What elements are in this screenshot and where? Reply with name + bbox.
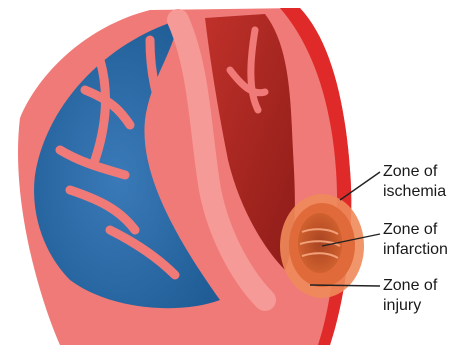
- label-zone-of-infarction: Zone of infarction: [383, 220, 448, 260]
- label-infarction-line2: infarction: [383, 240, 448, 260]
- label-zone-of-injury: Zone of injury: [383, 276, 437, 316]
- label-zone-of-ischemia: Zone of ischemia: [383, 162, 446, 202]
- leader-line-injury: [310, 285, 380, 286]
- label-injury-line1: Zone of: [383, 276, 437, 296]
- label-ischemia-line2: ischemia: [383, 182, 446, 202]
- label-injury-line2: injury: [383, 296, 437, 316]
- label-ischemia-line1: Zone of: [383, 162, 446, 182]
- label-infarction-line1: Zone of: [383, 220, 448, 240]
